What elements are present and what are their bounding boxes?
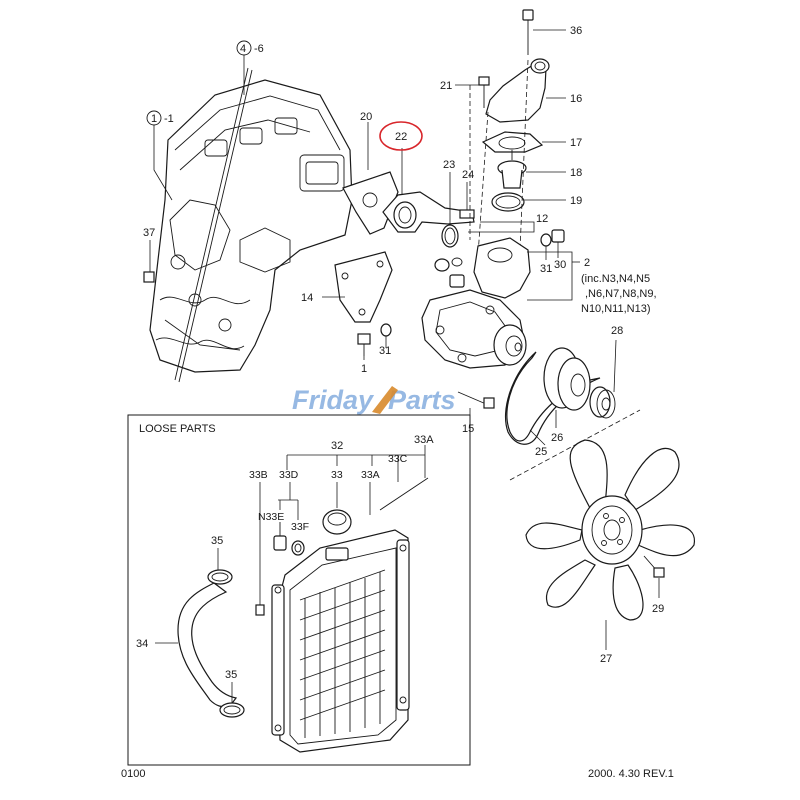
callout-28: 28	[611, 325, 623, 337]
callout-19: 19	[570, 195, 582, 207]
ref4-number: 4	[240, 43, 246, 55]
footer-revision: 2000. 4.30 REV.1	[588, 768, 674, 780]
part-12-callout-group: 12	[468, 213, 548, 233]
callout-33A-top: 33A	[414, 434, 434, 446]
callout-33B: 33B	[249, 469, 268, 481]
part-31-washer-upper: 31	[540, 233, 552, 275]
watermark-text-left: Friday	[292, 385, 375, 415]
part-37-bolt: 37	[143, 227, 155, 283]
engine-cylinder-head	[149, 67, 353, 383]
friday-parts-watermark: Friday Parts	[292, 385, 456, 415]
part-19-o-ring: 19	[491, 192, 582, 212]
part-28-spacer: 28	[589, 325, 623, 419]
callout-N33E: N33E	[258, 511, 284, 523]
callout-2: 2	[584, 257, 590, 269]
watermark-wrench-icon	[372, 386, 398, 414]
part-27-fan: 27	[525, 439, 695, 665]
callout-37: 37	[143, 227, 155, 239]
callout-31-upper: 31	[540, 263, 552, 275]
callout-30: 30	[554, 259, 566, 271]
part-16-thermostat-housing: 16	[485, 58, 582, 123]
callout-15: 15	[462, 423, 474, 435]
inc-note-line-1: (inc.N3,N4,N5	[581, 273, 650, 285]
callout-12: 12	[536, 213, 548, 225]
part-34-hose: 34	[136, 582, 238, 708]
callout-34: 34	[136, 638, 148, 650]
ref1-suffix: -1	[164, 113, 174, 125]
callout-26: 26	[551, 432, 563, 444]
watermark-text-right: Parts	[388, 385, 456, 415]
callout-23: 23	[443, 159, 455, 171]
reference-circle-1: 1 -1	[146, 110, 174, 201]
loose-parts-title: LOOSE PARTS	[139, 423, 216, 435]
ref1-number: 1	[151, 113, 157, 125]
callout-31-lower: 31	[379, 345, 391, 357]
callout-18: 18	[570, 167, 582, 179]
part-18-thermostat: 18	[497, 150, 582, 189]
highlight-ring-part-22	[379, 121, 423, 151]
callout-27: 27	[600, 653, 612, 665]
part-N33E-sensor	[273, 522, 305, 556]
footer-code: 0100	[121, 768, 145, 780]
inc-note-line-3: N10,N11,N13)	[581, 303, 651, 315]
radiator-core	[271, 529, 410, 753]
part-26-pulley: 26	[543, 347, 591, 444]
callout-35-lower: 35	[225, 669, 237, 681]
reference-circle-4: 4 -6	[236, 40, 264, 95]
part-29-bolt: 29	[643, 555, 665, 615]
callout-25: 25	[535, 446, 547, 458]
part-23-o-ring: 23	[441, 159, 459, 248]
part-36-bolt: 36	[522, 9, 582, 55]
callout-33: 33	[331, 469, 343, 481]
part-35-clamp-upper: 35	[207, 535, 233, 585]
part-15-bolt: 15	[457, 391, 495, 435]
callout-22: 22	[395, 131, 407, 143]
part-1-sensor: 31 1	[357, 323, 392, 375]
callout-14: 14	[301, 292, 313, 304]
part-33B-drain-cock	[255, 604, 265, 616]
part-17-gasket: 17	[481, 131, 582, 153]
callout-35-upper: 35	[211, 535, 223, 547]
ref4-suffix: -6	[254, 43, 264, 55]
callout-33A: 33A	[361, 469, 380, 481]
callout-20: 20	[360, 111, 372, 123]
part-21-bolt: 21	[440, 76, 490, 108]
inc-note-line-2: ,N6,N7,N8,N9,	[585, 288, 657, 300]
part-14-gasket-plate: 14	[301, 251, 393, 323]
callout-24: 24	[462, 169, 474, 181]
part-24-bolt: 24	[459, 169, 475, 219]
part-30-plug: 30	[551, 229, 566, 271]
callout-32: 32	[331, 440, 343, 452]
part-25-v-belt: 25	[504, 351, 601, 458]
callout-33C: 33C	[388, 453, 408, 465]
callout-21: 21	[440, 80, 452, 92]
part-20-gasket: 20	[342, 111, 399, 235]
callout-33D: 33D	[279, 469, 299, 481]
part-35-clamp-lower: 35	[219, 669, 245, 718]
callout-17: 17	[570, 137, 582, 149]
callout-29: 29	[652, 603, 664, 615]
part-2-water-pump: 2 (inc.N3,N4,N5 ,N6,N7,N8,N9, N10,N11,N1…	[421, 237, 657, 369]
loose-parts-frame	[127, 414, 471, 766]
part-22-water-pipe: 22	[379, 121, 475, 233]
callout-1: 1	[361, 363, 367, 375]
part-33-radiator-cap	[322, 509, 352, 535]
callout-16: 16	[570, 93, 582, 105]
callout-36: 36	[570, 25, 582, 37]
part-32-callout-group: 32 33A	[286, 434, 434, 470]
callout-33F: 33F	[291, 521, 309, 533]
